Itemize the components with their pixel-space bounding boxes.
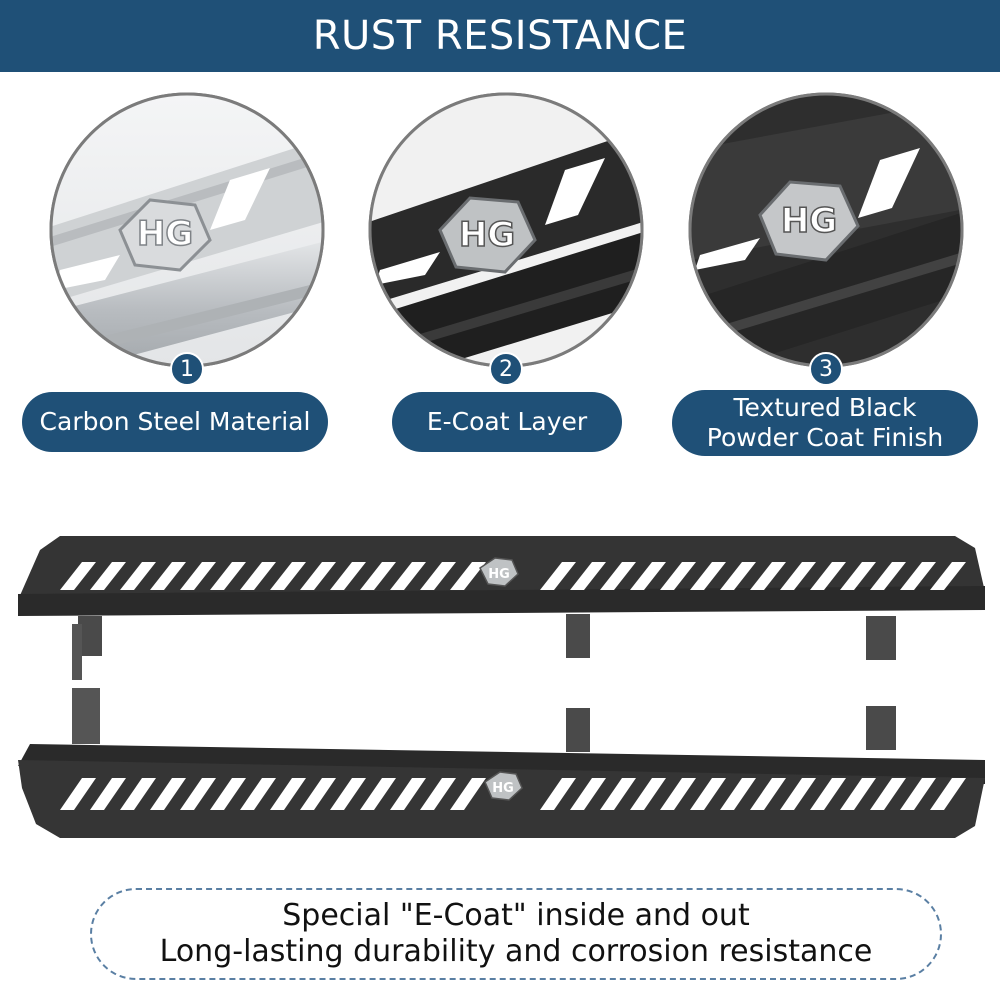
board-slot — [270, 778, 306, 810]
board-slot — [570, 562, 606, 590]
board-slot — [810, 562, 846, 590]
board-slot — [390, 562, 426, 590]
board-slot — [600, 562, 636, 590]
hg-logo-1: HG — [137, 214, 193, 254]
board-slot — [450, 778, 486, 810]
feature-label-ecoat: E-Coat Layer — [392, 392, 622, 452]
running-boards-image: HG HG — [18, 536, 985, 838]
hg-logo-2: HG — [459, 215, 515, 255]
board-slot — [900, 562, 936, 590]
feature-number-1: 1 — [170, 352, 204, 386]
footer-line-2: Long-lasting durability and corrosion re… — [159, 934, 873, 969]
board-slot — [660, 778, 696, 810]
board-slot — [750, 778, 786, 810]
board-slot — [690, 778, 726, 810]
board-slot — [930, 778, 966, 810]
board-slot — [600, 778, 636, 810]
feature-number-2: 2 — [489, 352, 523, 386]
board-slot — [840, 562, 876, 590]
feature-label-powder-coat: Textured Black Powder Coat Finish — [672, 390, 978, 456]
board-slot — [420, 562, 456, 590]
board-slot — [900, 778, 936, 810]
board-slot — [690, 562, 726, 590]
board-slot — [720, 562, 756, 590]
page-title: RUST RESISTANCE — [312, 13, 688, 59]
board-slot — [270, 562, 306, 590]
board-slot — [240, 562, 276, 590]
board-slot — [930, 562, 966, 590]
board-slot — [60, 778, 96, 810]
board-slot — [810, 778, 846, 810]
footer-callout: Special "E-Coat" inside and out Long-las… — [90, 888, 942, 980]
board-slot — [570, 778, 606, 810]
board-slot — [660, 562, 696, 590]
ecoat-closeup: HG — [368, 92, 644, 368]
powder-coat-closeup: HG — [688, 92, 964, 368]
board-slot — [180, 562, 216, 590]
feature-label-line: Carbon Steel Material — [39, 407, 311, 436]
board-slot — [240, 778, 276, 810]
board-slot — [390, 778, 426, 810]
board-slot — [90, 778, 126, 810]
bottom-board-slots — [60, 778, 966, 810]
board-slot — [540, 778, 576, 810]
feature-circles: HG HG HG — [49, 92, 964, 368]
board-slot — [870, 562, 906, 590]
feature-label-line: E-Coat Layer — [426, 407, 588, 436]
board-slot — [540, 562, 576, 590]
board-slot — [150, 562, 186, 590]
board-slot — [330, 778, 366, 810]
board-slot — [360, 778, 396, 810]
running-board-bottom: HG — [18, 688, 985, 838]
board-slot — [210, 562, 246, 590]
board-slot — [630, 778, 666, 810]
board-slot — [300, 778, 336, 810]
board-slot — [90, 562, 126, 590]
board-slot — [330, 562, 366, 590]
board-slot — [420, 778, 456, 810]
board-slot — [750, 562, 786, 590]
board-slot — [60, 562, 96, 590]
carbon-steel-closeup: HG — [49, 92, 325, 368]
board-slot — [210, 778, 246, 810]
board-slot — [630, 562, 666, 590]
feature-label-carbon-steel: Carbon Steel Material — [22, 392, 328, 452]
board-slot — [150, 778, 186, 810]
feature-number-3: 3 — [809, 352, 843, 386]
board-slot — [120, 778, 156, 810]
board-slot — [180, 778, 216, 810]
board-slot — [870, 778, 906, 810]
board-slot — [840, 778, 876, 810]
feature-label-line: Textured Black — [733, 393, 917, 422]
top-board-slots — [60, 562, 966, 590]
board-slot — [300, 562, 336, 590]
board-slot — [360, 562, 396, 590]
running-board-top: HG — [18, 536, 985, 680]
board-slot — [780, 778, 816, 810]
board-slot — [120, 562, 156, 590]
feature-label-line: Powder Coat Finish — [706, 423, 944, 452]
header-banner: RUST RESISTANCE — [0, 0, 1000, 72]
board-slot — [780, 562, 816, 590]
hg-logo-3: HG — [781, 201, 837, 241]
board-slot — [450, 562, 486, 590]
hg-logo-bottom: HG — [492, 781, 514, 796]
footer-line-1: Special "E-Coat" inside and out — [282, 898, 750, 933]
hg-logo-top: HG — [488, 567, 510, 582]
board-slot — [720, 778, 756, 810]
